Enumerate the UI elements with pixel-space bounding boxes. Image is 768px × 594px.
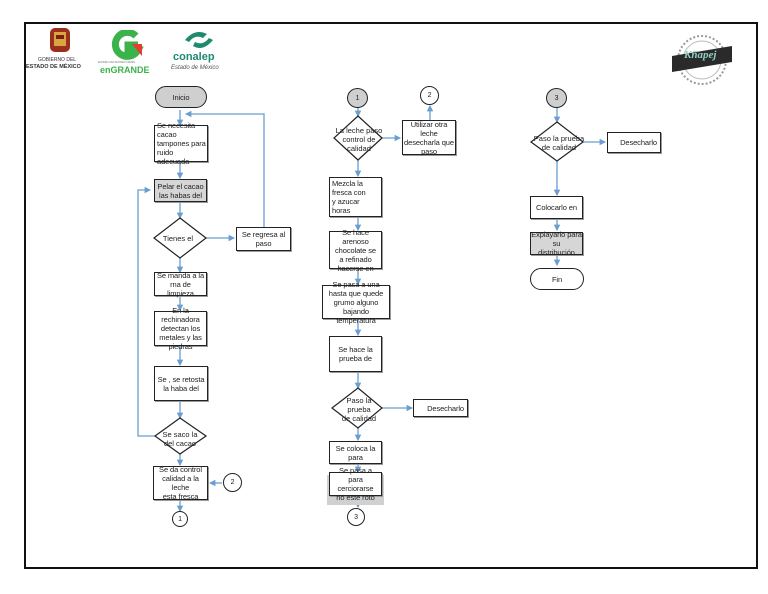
c1-step2-box[interactable]: Pelar el cacao las habas del (154, 179, 207, 202)
logo-conalep: conalep Estado de México (165, 26, 235, 76)
c1-connector-1[interactable]: 1 (172, 511, 188, 527)
c2-step4-box[interactable]: Se hace la prueba de (329, 336, 382, 372)
c3-decision1-label[interactable]: Paso la prueba de calidad (533, 134, 585, 152)
c2-connector-2[interactable]: 2 (420, 86, 439, 105)
c1-step3-box[interactable]: Se manda a la rna de limpieza (154, 271, 207, 298)
brand-badge-icon (672, 35, 732, 85)
c1-decision1-label[interactable]: Tienes el (162, 233, 194, 243)
c2-step6-box[interactable]: Se pasa a para cerciorarse no este roto (329, 466, 382, 502)
logo-engrande-word: enGRANDE (100, 65, 150, 75)
logo-brand-badge: Kñapej (670, 32, 734, 92)
page-frame (24, 22, 758, 569)
conalep-icon (185, 32, 213, 48)
c3-side1-box[interactable]: Desecharlo (607, 132, 661, 153)
c2-connector-3[interactable]: 3 (347, 508, 365, 526)
c3-step1-box[interactable]: Colocarlo en (530, 196, 583, 219)
c1-connector-2[interactable]: 2 (223, 473, 242, 492)
c3-decision1-shape (529, 121, 585, 162)
logo-gobierno-line2: ESTADO DE MÉXICO (26, 64, 81, 70)
c1-decision1-shape (153, 217, 207, 259)
c2-side2-box[interactable]: Desecharlo (413, 399, 468, 417)
c2-step2-box[interactable]: Se hace arenoso chocolate se a refinado … (329, 228, 382, 273)
c2-decision2-shape (331, 387, 383, 429)
start-terminal[interactable]: Inicio (155, 86, 207, 108)
c2-step1-box[interactable]: Mezcla la fresca con y azucar horas (329, 177, 382, 217)
engrande-g-icon (111, 28, 144, 60)
c1-step6-box[interactable]: Se da control calidad a la leche esta fr… (153, 465, 208, 501)
c1-side1-box[interactable]: Se regresa al paso (236, 227, 291, 251)
c1-step1-box[interactable]: Se necesita cacao tampones para ruido ad… (154, 121, 208, 166)
logo-gobierno-line1: GOBIERNO DEL (38, 57, 77, 63)
edge-dec2-loop (137, 186, 155, 437)
c3-connector-3[interactable]: 3 (546, 88, 567, 108)
coat-of-arms-icon (50, 28, 70, 52)
c2-decision2-label[interactable]: Paso la prueba de calidad (341, 395, 377, 423)
c3-step2-box[interactable]: Explayarlo para su distribución (530, 230, 583, 257)
c2-decision1-label[interactable]: La leche paso control de calidad (335, 125, 383, 153)
c1-step4-box[interactable]: En la rechinadora detectan los metales y… (154, 306, 207, 351)
logo-conalep-sub: Estado de México (171, 65, 219, 71)
logo-engrande-small: EDOMÉX DECISIONES FIRMES (98, 61, 136, 64)
c1-step5-box[interactable]: Se , se retosta la haba del (154, 366, 208, 401)
logo-gobierno-edomex: GOBIERNO DEL ESTADO DE MÉXICO (26, 26, 96, 72)
end-terminal[interactable]: Fin (530, 268, 584, 290)
c2-decision1-shape (333, 115, 383, 161)
logo-engrande: EDOMÉX DECISIONES FIRMES enGRANDE (98, 28, 156, 76)
logo-conalep-name: conalep (173, 51, 215, 63)
c1-decision2-shape (153, 417, 208, 455)
c2-step5-box[interactable]: Se coloca la para (329, 441, 382, 464)
c2-step3-box[interactable]: Se pasa a una hasta que quede grumo algu… (322, 280, 390, 325)
c2-connector-1[interactable]: 1 (347, 88, 368, 108)
c2-side1-box[interactable]: Utilizar otra leche desecharla que paso (402, 120, 456, 156)
c1-decision2-label[interactable]: Se saco la del cacao (162, 430, 198, 448)
edge-side1-loop (184, 110, 265, 228)
logo-brand-name: Kñapej (684, 49, 717, 61)
